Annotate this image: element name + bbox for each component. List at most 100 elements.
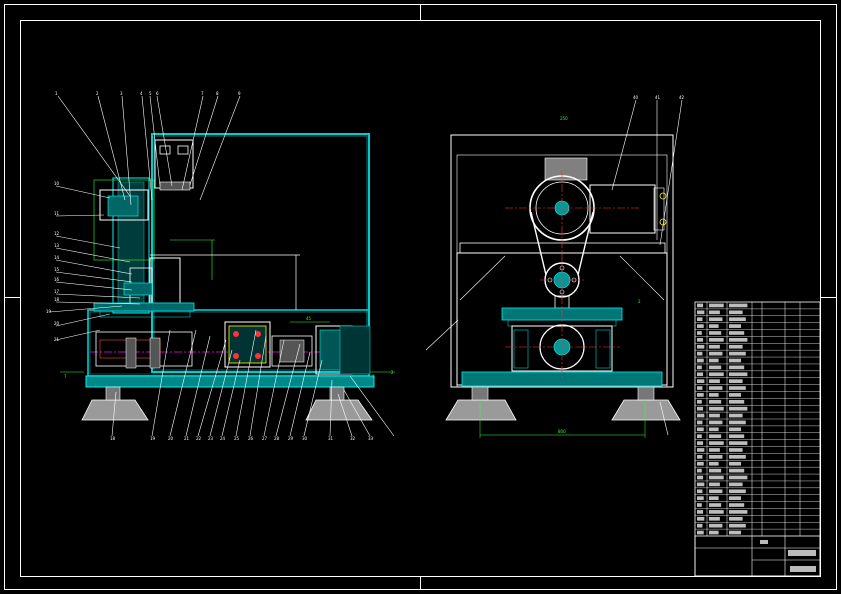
parts-cell-text [697, 489, 703, 494]
parts-cell-text [697, 434, 702, 439]
right-pulley-cap [544, 157, 588, 181]
svg-text:18: 18 [54, 297, 60, 302]
parts-cell-text [709, 420, 723, 425]
svg-text:24: 24 [220, 436, 226, 441]
parts-cell-text [697, 386, 703, 390]
parts-cell-text [729, 406, 748, 411]
svg-text:21: 21 [184, 436, 190, 441]
parts-cell-text [729, 317, 746, 322]
svg-text:22: 22 [196, 436, 202, 441]
parts-cell-text [729, 420, 746, 425]
left-head-pulley [99, 189, 149, 221]
left-shaft-housing [95, 331, 193, 367]
svg-text:19: 19 [150, 436, 156, 441]
parts-cell-text [709, 358, 719, 363]
parts-cell-text [729, 510, 748, 514]
right-view: 250 [425, 95, 685, 438]
left-dim-box [93, 179, 155, 261]
left-gearbox [149, 257, 181, 307]
left-base-plate [85, 375, 375, 388]
parts-cell-text [697, 324, 704, 328]
left-foot-1 [81, 399, 149, 421]
svg-text:3: 3 [120, 91, 123, 96]
right-foot-1 [445, 399, 517, 421]
svg-text:8: 8 [216, 91, 219, 96]
parts-cell-text [729, 427, 741, 432]
parts-cell-text [697, 393, 704, 397]
svg-text:6: 6 [156, 91, 159, 96]
svg-text:28: 28 [274, 436, 280, 441]
parts-cell-text [709, 324, 719, 328]
parts-cell-text [697, 406, 704, 411]
svg-text:18: 18 [110, 436, 116, 441]
parts-cell-text [709, 386, 723, 390]
parts-cell-text [729, 372, 748, 377]
svg-text:14: 14 [54, 255, 60, 260]
parts-cell-text [729, 413, 743, 418]
parts-list-table [694, 301, 821, 577]
parts-cell-text [697, 461, 704, 466]
svg-text:12: 12 [54, 231, 60, 236]
svg-text:16: 16 [54, 277, 60, 282]
title-block [694, 535, 821, 577]
svg-text:30: 30 [302, 436, 308, 441]
svg-text:15: 15 [54, 267, 60, 272]
parts-cell-text [709, 331, 722, 335]
parts-cell-text [729, 303, 748, 308]
svg-text:20: 20 [168, 436, 174, 441]
parts-cell-text [697, 475, 704, 480]
parts-cell-text [709, 496, 719, 500]
left-side-callouts: 10 11 12 13 14 15 16 17 18 19 20 21 [46, 181, 60, 342]
svg-text:9: 9 [238, 91, 241, 96]
svg-text:33: 33 [368, 436, 374, 441]
parts-cell-text [709, 413, 720, 418]
parts-cell-text [697, 344, 705, 349]
sheet-inner-border [20, 20, 821, 577]
parts-cell-text [729, 482, 743, 487]
section-mark-2: 1 [372, 374, 375, 379]
parts-cell-text [709, 317, 723, 322]
parts-cell-text [697, 379, 705, 383]
right-base-plate [461, 371, 663, 387]
parts-cell-text [729, 503, 745, 507]
parts-cell-text [697, 468, 702, 473]
svg-text:29: 29 [288, 436, 294, 441]
parts-cell-text [709, 379, 720, 383]
parts-cell-text [709, 338, 724, 342]
left-leaders [49, 95, 395, 437]
right-side-dim: 2 [638, 299, 641, 304]
parts-cell-text [709, 503, 722, 507]
parts-cell-text [697, 365, 702, 370]
parts-cell-text [697, 530, 704, 535]
parts-cell-text [729, 468, 745, 473]
svg-text:31: 31 [328, 436, 334, 441]
parts-cell-text [729, 434, 745, 439]
right-belt-right [577, 211, 594, 276]
left-motor-top [154, 139, 194, 189]
svg-text:2: 2 [96, 91, 99, 96]
parts-cell-text [709, 406, 724, 411]
parts-cell-text [709, 344, 720, 349]
right-foot-2 [611, 399, 681, 421]
parts-cell-text [729, 461, 741, 466]
parts-cell-text [697, 303, 704, 308]
svg-text:7: 7 [201, 91, 204, 96]
parts-cell-text [729, 365, 745, 370]
parts-cell-text [697, 310, 705, 315]
right-bottom-dim: 800 [558, 429, 566, 434]
left-coupling [271, 335, 313, 367]
parts-cell-text [729, 523, 746, 528]
svg-text:25: 25 [234, 436, 240, 441]
parts-cell-text [697, 482, 705, 487]
left-dim-45: 45 [306, 316, 312, 321]
right-view-top-label: 250 [560, 116, 568, 121]
parts-cell-text [697, 503, 702, 507]
centering-marks [4, 4, 837, 590]
parts-cell-text [729, 338, 748, 342]
parts-cell-text [697, 510, 704, 514]
parts-cell-text [729, 489, 746, 494]
svg-text:13: 13 [54, 243, 60, 248]
parts-cell-text [729, 344, 743, 349]
parts-cell-text [729, 386, 746, 390]
parts-cell-text [729, 516, 743, 521]
